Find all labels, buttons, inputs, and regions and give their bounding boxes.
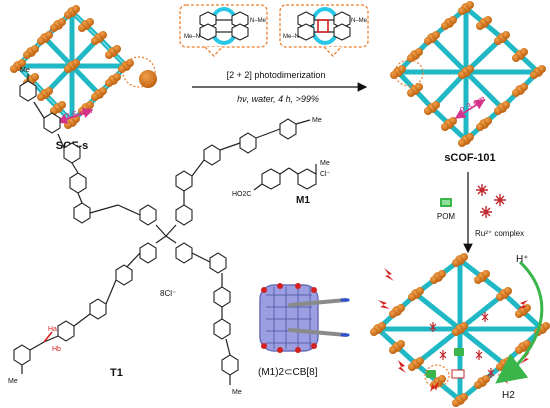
t1-methyl-bottom-left: Me	[8, 378, 18, 385]
svg-text:N–Me: N–Me	[250, 18, 267, 24]
t1-methyl-right: Me	[312, 117, 322, 124]
t1-label: T1	[110, 367, 123, 379]
ha-label: Ha	[48, 326, 57, 333]
proton-reduction-arrow	[495, 260, 544, 384]
scof-101-framework	[390, 1, 546, 147]
zoom-monomer-left	[139, 70, 157, 88]
hb-label: Hb	[52, 346, 61, 353]
ru-complex-label: Ru²⁺ complex	[475, 229, 524, 238]
dimer-box: Me–N N–Me	[279, 4, 369, 57]
t1-methyl-top: Me	[20, 67, 30, 74]
reaction-conditions: hν, water, 4 h, >99%	[237, 94, 319, 104]
scof-101-label: sCOF-101	[444, 152, 495, 164]
m1-structure	[253, 164, 317, 191]
t1-structure	[13, 74, 311, 385]
m1-methyl: Me	[320, 160, 330, 167]
svg-text:N–Me: N–Me	[351, 18, 368, 24]
cb8-complex-model	[259, 283, 350, 353]
m1-counterion: Cl⁻	[320, 171, 331, 178]
pom-icon	[440, 198, 452, 207]
reaction-label: [2 + 2] photodimerization	[227, 70, 326, 80]
ru-complex-icons	[476, 184, 506, 218]
pom-label: POM	[437, 212, 456, 221]
pore-size-right: 2.3 nm	[458, 93, 487, 115]
h2-label: H2	[502, 390, 515, 401]
t1-methyl-bottom-right: Me	[232, 389, 242, 396]
t1-counterion: 8Cl⁻	[160, 289, 176, 298]
vinyl-highlight	[43, 331, 53, 343]
loaded-framework	[370, 253, 550, 407]
monomer-pair-box: Me–N N–Me	[179, 4, 268, 57]
svg-text:Me–N: Me–N	[283, 34, 299, 40]
svg-text:Me–N: Me–N	[184, 34, 200, 40]
zoom-circle-left	[122, 56, 156, 88]
cb8-complex-label: (M1)2⊂CB[8]	[258, 367, 318, 378]
m1-label: M1	[296, 195, 310, 206]
m1-cooh: HO2C	[232, 191, 251, 198]
proton-label: H⁺	[516, 254, 529, 265]
sof-s-framework	[10, 5, 157, 129]
